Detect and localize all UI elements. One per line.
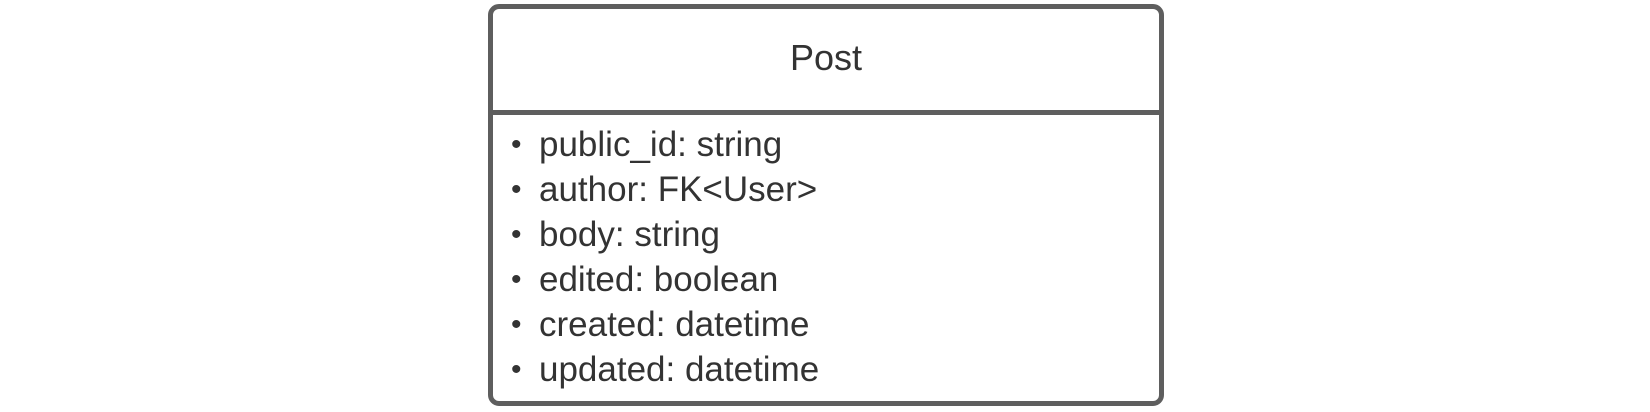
attribute-list: • public_id: string • author: FK<User> •…	[493, 122, 1159, 392]
post-entity-box: Post • public_id: string • author: FK<Us…	[488, 4, 1164, 406]
attribute-created: • created: datetime	[493, 302, 1159, 347]
attribute-edited: • edited: boolean	[493, 257, 1159, 302]
entity-divider	[493, 110, 1159, 115]
bullet-icon: •	[511, 262, 522, 296]
bullet-icon: •	[511, 127, 522, 161]
attribute-text: created: datetime	[539, 305, 810, 344]
entity-title: Post	[789, 37, 863, 78]
bullet-icon: •	[511, 217, 522, 251]
attribute-text: edited: boolean	[539, 260, 779, 299]
bullet-icon: •	[511, 307, 522, 341]
attribute-body: • body: string	[493, 212, 1159, 257]
bullet-icon: •	[511, 352, 522, 386]
attribute-text: updated: datetime	[539, 350, 820, 389]
attribute-public-id: • public_id: string	[493, 122, 1159, 167]
attribute-text: author: FK<User>	[539, 170, 818, 209]
bullet-icon: •	[511, 172, 522, 206]
attribute-updated: • updated: datetime	[493, 347, 1159, 392]
attribute-text: public_id: string	[539, 125, 783, 164]
attribute-author: • author: FK<User>	[493, 167, 1159, 212]
attribute-text: body: string	[539, 215, 720, 254]
entity-header: Post	[493, 9, 1159, 107]
